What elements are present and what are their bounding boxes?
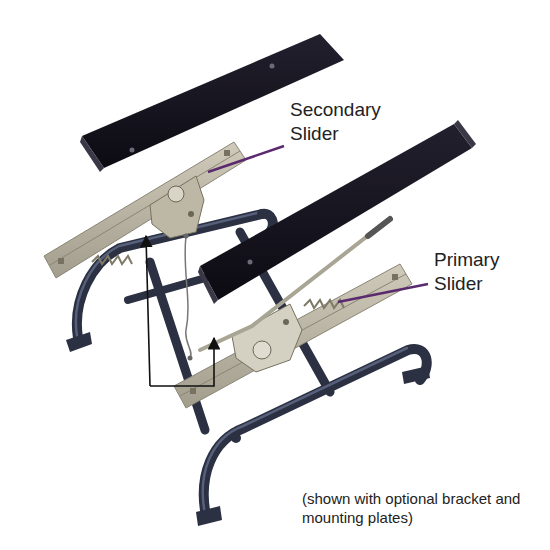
leader-line	[208, 146, 284, 172]
note-label: (shown with optional bracket and mountin…	[302, 490, 542, 528]
part-label: Secondary Slider	[290, 98, 415, 146]
primary-slider	[174, 219, 412, 408]
part-label: Primary Slider	[434, 248, 539, 296]
release-cable	[185, 236, 191, 358]
linkage-arrows	[146, 236, 214, 386]
leader-line	[338, 284, 428, 302]
